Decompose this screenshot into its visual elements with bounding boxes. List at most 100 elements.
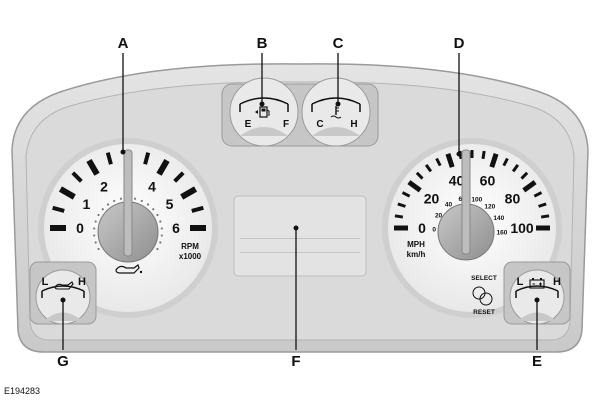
speedometer-number: 100 xyxy=(510,220,534,236)
tachometer-unit-rpm: RPM xyxy=(181,242,199,251)
tachometer-dot xyxy=(97,247,100,251)
speedometer-kmh-number: 40 xyxy=(445,202,453,209)
speedometer-unit-kmh: km/h xyxy=(407,250,426,259)
temperature-gauge: C H xyxy=(301,77,371,147)
speedometer-kmh-number: 0 xyxy=(432,227,436,234)
speedometer-unit-mph: MPH xyxy=(407,240,425,249)
callout-e: E xyxy=(532,353,542,370)
speedometer-tick xyxy=(415,171,424,180)
select-reset-button[interactable] xyxy=(472,286,493,306)
callout-a: A xyxy=(118,35,129,52)
tachometer-tick xyxy=(105,152,113,165)
speedometer-kmh-number: 160 xyxy=(497,230,508,237)
speedometer-number: 80 xyxy=(505,191,521,207)
speedometer-kmh-number: 120 xyxy=(484,203,495,210)
tachometer-dot xyxy=(106,203,110,206)
tachometer-number: 2 xyxy=(100,178,108,194)
speedometer-tick xyxy=(407,180,422,193)
speedometer-tick xyxy=(481,150,486,160)
callout-c: C xyxy=(333,35,344,52)
battery-voltage-gauge: L H xyxy=(509,269,565,325)
speedometer-number: 0 xyxy=(418,220,426,236)
battery-gauge-low-label: L xyxy=(517,276,524,288)
tachometer-unit-x1000: x1000 xyxy=(179,252,202,261)
tachometer-dot xyxy=(159,220,162,223)
tachometer-dot xyxy=(101,208,104,211)
message-center-line-1 xyxy=(240,238,360,239)
fuel-gauge: E F xyxy=(229,77,299,147)
tachometer-dot xyxy=(97,213,100,217)
tachometer-tick xyxy=(173,171,185,183)
speedometer-needle xyxy=(461,149,471,255)
speedometer-number: 60 xyxy=(480,172,496,188)
speedometer-ticks xyxy=(394,150,550,231)
speedometer-tick xyxy=(522,180,537,193)
tachometer-needle xyxy=(123,149,133,257)
tachometer-tick xyxy=(180,186,198,200)
speedometer-number: 40 xyxy=(449,172,465,188)
tachometer-dot xyxy=(156,247,159,251)
oil-gauge-high-label: H xyxy=(78,276,86,288)
figure-id: E194283 xyxy=(4,386,40,396)
tachometer-number: 1 xyxy=(83,196,91,212)
callout-d: D xyxy=(454,35,465,52)
speedometer-tick xyxy=(401,191,411,198)
temperature-gauge-cold-label: C xyxy=(316,119,323,130)
oil-can-icon xyxy=(54,281,74,290)
tachometer-dot xyxy=(94,220,97,223)
tachometer-dot xyxy=(93,234,96,237)
tachometer-tick xyxy=(191,205,204,213)
tachometer-ticks xyxy=(50,150,206,231)
speedometer-tick xyxy=(435,157,442,167)
speedometer-tick xyxy=(511,164,520,173)
oil-gauge-low-label: L xyxy=(42,276,49,288)
speedometer-kmh-number: 20 xyxy=(435,213,443,220)
tachometer-tick xyxy=(143,152,151,165)
tachometer-tick xyxy=(52,205,65,213)
speedometer-tick xyxy=(445,153,455,168)
tachometer-dot xyxy=(94,241,97,244)
speedometer-tick xyxy=(394,214,404,219)
tachometer-dot xyxy=(133,197,137,200)
tachometer-dot xyxy=(119,197,123,200)
tachometer-tick xyxy=(86,158,100,176)
fuel-pump-icon xyxy=(255,106,270,118)
oil-pressure-icon xyxy=(115,264,143,274)
speedometer-tick xyxy=(424,164,433,173)
coolant-temperature-icon xyxy=(330,106,342,119)
message-center-display xyxy=(233,195,367,277)
speedometer-tick xyxy=(489,153,499,168)
tachometer-tick xyxy=(71,171,83,183)
tachometer-dot xyxy=(113,199,116,203)
callout-g: G xyxy=(57,353,69,370)
tachometer-dot xyxy=(160,234,163,237)
tachometer-dot xyxy=(146,203,150,206)
speedometer-tick xyxy=(533,191,543,198)
fuel-gauge-empty-label: E xyxy=(245,119,252,130)
battery-gauge-high-label: H xyxy=(553,276,561,288)
tachometer-tick xyxy=(58,186,76,200)
speedometer-number: 20 xyxy=(424,191,440,207)
battery-icon xyxy=(529,278,545,289)
tachometer-tick xyxy=(156,158,170,176)
temperature-gauge-hot-label: H xyxy=(350,119,357,130)
tachometer-dot xyxy=(159,241,162,244)
reset-label: RESET xyxy=(473,309,495,316)
fuel-gauge-full-label: F xyxy=(283,119,289,130)
callout-dots xyxy=(60,101,540,303)
tachometer-dot xyxy=(152,208,155,211)
tachometer-number: 5 xyxy=(166,196,174,212)
speedometer-tick xyxy=(540,214,550,219)
tachometer-number: 4 xyxy=(148,178,156,194)
speedometer-kmh-number: 100 xyxy=(471,197,482,204)
speedometer-tick xyxy=(397,202,406,208)
callout-lines xyxy=(62,53,538,350)
tachometer-dot xyxy=(160,227,163,230)
tachometer-dot xyxy=(156,213,159,217)
tachometer-number: 6 xyxy=(172,220,180,236)
speedometer-tick xyxy=(502,157,509,167)
speedometer-tick xyxy=(520,171,529,180)
